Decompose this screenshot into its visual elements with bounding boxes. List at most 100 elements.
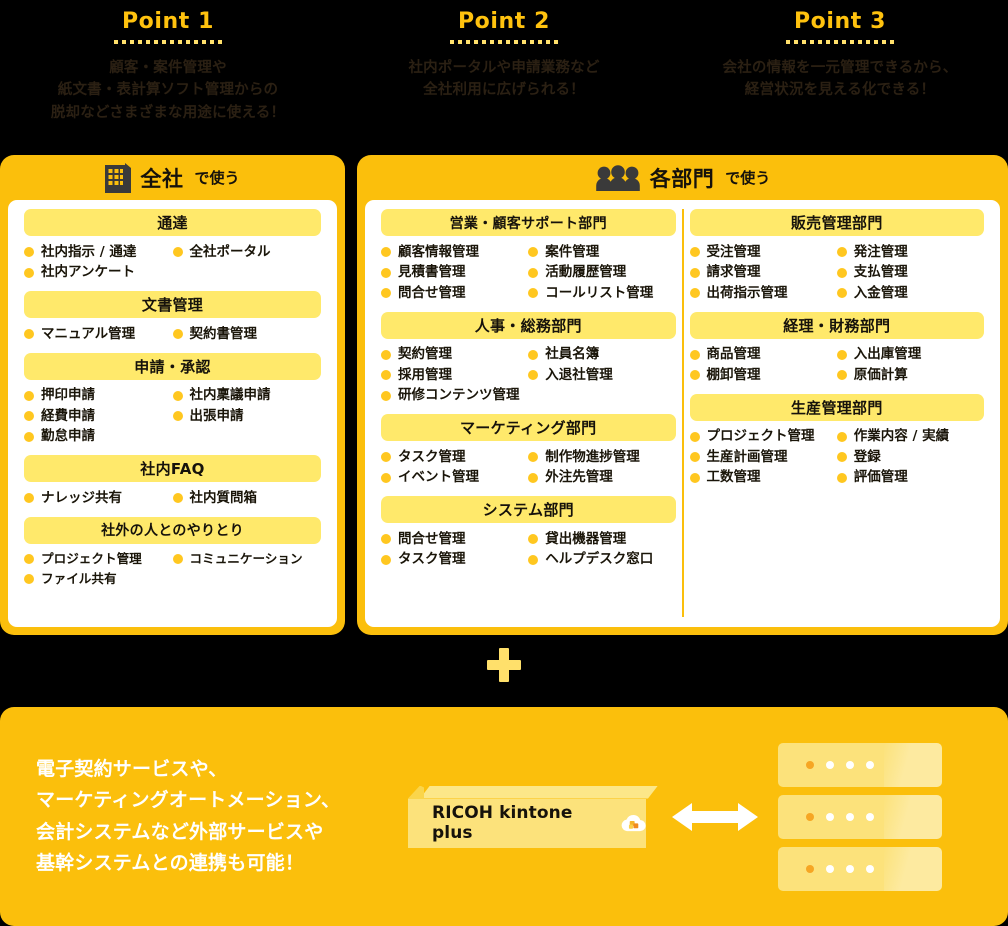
list-item[interactable]: 受注管理: [689, 242, 837, 263]
list-item-label: ヘルプデスク窓口: [545, 551, 654, 567]
bullet-icon: [836, 370, 847, 381]
company-wide-column: 通達 社内指示 / 通達 全社ポータル 社内アンケート 文書管理 マニュアル管理…: [18, 209, 327, 617]
point-2-description: 社内ポータルや申請業務など 全社利用に広げられる！: [408, 57, 599, 102]
company-wide-panel: 全社 で使う 通達 社内指示 / 通達 全社ポータル 社内アンケート 文書管理 …: [0, 155, 345, 635]
list-item[interactable]: ヘルプデスク窓口: [528, 550, 675, 571]
list-item[interactable]: 商品管理: [689, 345, 837, 366]
list-item[interactable]: 入金管理: [836, 283, 984, 304]
list-item[interactable]: プロジェクト管理: [689, 427, 837, 448]
list-item-label: 入金管理: [853, 284, 908, 301]
list-item[interactable]: 問合せ管理: [381, 283, 528, 304]
section-heading-shagai-yaritori: 社外の人とのやりとり: [24, 516, 321, 544]
bullet-icon: [24, 573, 34, 584]
bullet-icon: [528, 554, 539, 565]
point-1: Point 1 顧客・案件管理や 紙文書・表計算ソフト管理からの 脱却などさまざ…: [0, 0, 336, 150]
list-item[interactable]: プロジェクト管理: [24, 550, 173, 570]
list-item[interactable]: 経費申請: [24, 406, 173, 427]
list-item[interactable]: コミュニケーション: [172, 550, 322, 570]
list-item[interactable]: 顧客情報管理: [381, 242, 528, 263]
list-item[interactable]: 見積書管理: [381, 263, 528, 284]
status-led: [866, 760, 874, 769]
list-item[interactable]: 棚卸管理: [689, 365, 837, 386]
list-item[interactable]: マニュアル管理: [24, 324, 173, 345]
list-item[interactable]: 出荷指示管理: [689, 283, 837, 304]
list-item[interactable]: ファイル共有: [24, 569, 173, 589]
list-item[interactable]: 押印申請: [24, 386, 173, 407]
list-item-label: 採用管理: [398, 366, 452, 383]
section-heading-hanbai-kanri: 販売管理部門: [689, 209, 984, 236]
list-item[interactable]: ナレッジ共有: [24, 488, 173, 509]
bullet-icon: [689, 349, 700, 360]
company-wide-body: 通達 社内指示 / 通達 全社ポータル 社内アンケート 文書管理 マニュアル管理…: [8, 200, 337, 627]
bullet-icon: [528, 349, 539, 360]
list-item[interactable]: タスク管理: [381, 447, 528, 468]
ricoh-kintone-plus-badge[interactable]: RICOH kintone plus: [408, 785, 658, 848]
list-item[interactable]: 社内アンケート: [24, 263, 173, 284]
bullet-icon: [381, 534, 391, 545]
integration-banner-text: 電子契約サービスや、 マーケティングオートメーション、 会計システムなど外部サー…: [36, 754, 406, 879]
list-item[interactable]: 評価管理: [836, 468, 984, 489]
list-item-label: 活動履歴管理: [545, 264, 627, 280]
bullet-icon: [689, 370, 700, 381]
list-item[interactable]: 制作物進捗管理: [528, 447, 675, 468]
list-item[interactable]: 工数管理: [689, 468, 837, 489]
list-item[interactable]: 研修コンテンツ管理: [381, 386, 528, 407]
point-3-description: 会社の情報を一元管理できるから、 経営状況を見える化できる！: [723, 57, 958, 102]
list-item[interactable]: 案件管理: [528, 242, 675, 263]
list-item[interactable]: 作業内容 / 実績: [836, 427, 984, 448]
status-led: [826, 760, 834, 769]
list-item[interactable]: 登録: [836, 447, 984, 468]
list-item[interactable]: 採用管理: [381, 365, 528, 386]
banner-line-1: 電子契約サービスや、: [36, 757, 228, 780]
section-items-seisan-kanri: プロジェクト管理 作業内容 / 実績 生産計画管理 登録 工数管理 評価管理: [689, 427, 985, 489]
list-item[interactable]: 社内質問箱: [172, 488, 322, 509]
banner-line-2: マーケティングオートメーション、: [36, 789, 341, 812]
list-item-label: 出荷指示管理: [706, 284, 788, 301]
bullet-icon: [172, 247, 183, 258]
bullet-icon: [836, 247, 847, 258]
list-item[interactable]: 出張申請: [172, 406, 322, 427]
list-item[interactable]: 契約書管理: [172, 324, 322, 345]
list-item[interactable]: 社内指示 / 通達: [24, 242, 173, 263]
list-item-label: 登録: [853, 448, 881, 465]
list-item-label: プロジェクト管理: [41, 551, 142, 566]
list-item-label: 支払管理: [853, 264, 908, 280]
list-item[interactable]: 入出庫管理: [836, 345, 984, 366]
bullet-icon: [172, 390, 183, 401]
bullet-icon: [689, 267, 700, 278]
list-item[interactable]: 活動履歴管理: [528, 263, 675, 284]
list-item[interactable]: 契約管理: [381, 345, 528, 366]
list-item[interactable]: イベント管理: [381, 468, 528, 489]
list-item[interactable]: 請求管理: [689, 263, 837, 284]
point-2: Point 2 社内ポータルや申請業務など 全社利用に広げられる！: [336, 0, 672, 150]
bullet-icon: [381, 472, 391, 483]
list-item[interactable]: 入退社管理: [528, 365, 675, 386]
bullet-icon: [836, 431, 847, 442]
point-2-line-1: 社内ポータルや申請業務など: [408, 60, 600, 76]
list-item[interactable]: 社員名簿: [528, 345, 675, 366]
list-item[interactable]: 全社ポータル: [172, 242, 322, 263]
list-item[interactable]: タスク管理: [381, 550, 528, 571]
list-item[interactable]: 貸出機器管理: [528, 529, 675, 550]
point-1-dotted-underline: [114, 40, 222, 45]
server-rack-unit: [778, 742, 942, 787]
server-rack-unit: [778, 846, 942, 891]
list-item[interactable]: 生産計画管理: [689, 447, 837, 468]
list-item[interactable]: 支払管理: [836, 263, 984, 284]
list-item-label: 工数管理: [706, 469, 761, 485]
list-item[interactable]: 外注先管理: [528, 468, 675, 489]
list-item[interactable]: 発注管理: [836, 242, 984, 263]
point-1-line-3: 脱却などさまざまな用途に使える！: [50, 104, 286, 121]
bullet-icon: [381, 390, 391, 401]
bullet-icon: [528, 534, 539, 545]
list-item[interactable]: 問合せ管理: [381, 529, 528, 550]
list-item[interactable]: コールリスト管理: [528, 283, 675, 304]
section-heading-shanai-faq: 社内FAQ: [24, 455, 321, 482]
section-heading-seisan-kanri: 生産管理部門: [689, 393, 984, 421]
list-item[interactable]: 社内稟議申請: [172, 386, 322, 407]
list-item-label: 全社ポータル: [189, 243, 271, 260]
list-item[interactable]: 原価計算: [836, 365, 984, 386]
list-item[interactable]: 勤怠申請: [24, 427, 173, 448]
list-item-label: 経費申請: [41, 407, 95, 424]
people-icon: [595, 164, 640, 191]
